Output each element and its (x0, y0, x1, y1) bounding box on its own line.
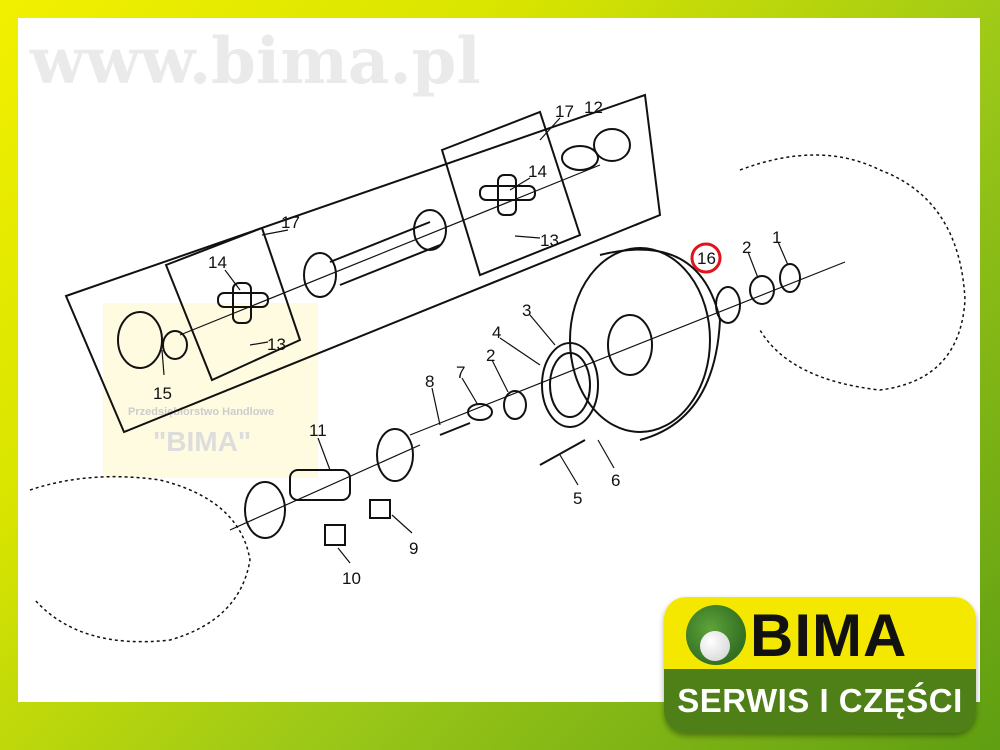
shaft-assembly-frame (64, 93, 662, 434)
leader-lines (161, 117, 789, 564)
ujoint-box-left (164, 226, 302, 382)
callout-6: 6 (611, 471, 620, 490)
watermark-name: "BIMA" (153, 426, 252, 457)
logo-white-ball-icon (700, 631, 730, 661)
callout-13: 13 (267, 335, 286, 354)
callout-4: 4 (492, 323, 501, 342)
callout-7: 7 (456, 363, 465, 382)
diagram-canvas: Przedsiębiorstwo Handlowe "BIMA" www.bim… (18, 18, 980, 702)
callout-12: 12 (584, 98, 603, 117)
logo-name: BIMA (750, 602, 908, 669)
watermark-box (103, 303, 318, 478)
yoke-12 (561, 128, 631, 171)
bima-logo: BIMA SERWIS I CZĘŚCI (664, 597, 976, 733)
flange-15 (117, 311, 188, 369)
logo-tagline: SERWIS I CZĘŚCI (677, 682, 963, 719)
engine-outline (29, 154, 966, 643)
callout-15: 15 (153, 384, 172, 403)
callout-5: 5 (573, 489, 582, 508)
callout-2: 2 (742, 238, 751, 257)
watermark-url: www.bima.pl (30, 24, 481, 99)
callout-13: 13 (540, 231, 559, 250)
callout-1: 1 (772, 228, 781, 247)
callout-14: 14 (208, 253, 227, 272)
callout-14: 14 (528, 162, 547, 181)
damper-pulley (409, 247, 846, 466)
callout-8: 8 (425, 372, 434, 391)
callout-9: 9 (409, 539, 418, 558)
callout-16[interactable]: 16 (697, 249, 716, 268)
highlight-circle (690, 242, 722, 274)
callout-2: 2 (486, 346, 495, 365)
callout-17: 17 (555, 102, 574, 121)
callout-3: 3 (522, 301, 531, 320)
callout-10: 10 (342, 569, 361, 588)
crosses (217, 174, 536, 324)
callout-17: 17 (281, 213, 300, 232)
callout-11: 11 (309, 421, 327, 440)
coupling-11 (229, 428, 421, 546)
ujoint-box-right (440, 110, 582, 277)
